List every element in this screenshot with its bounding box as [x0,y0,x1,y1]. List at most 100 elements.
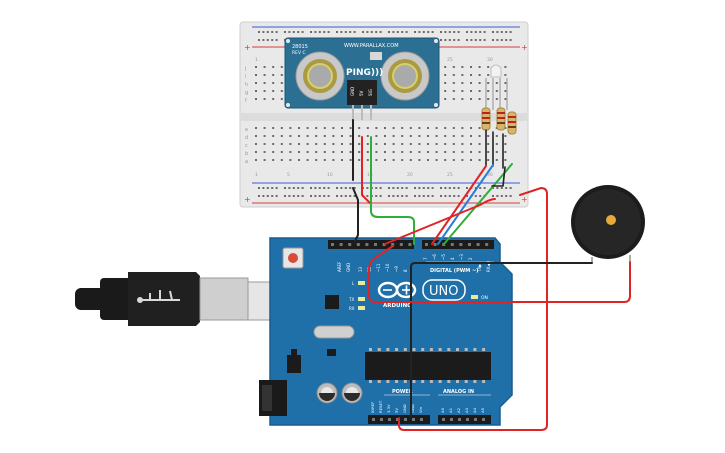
hole [349,187,352,189]
hole [275,39,278,41]
hole [327,187,330,189]
hole [288,195,291,197]
wire-led-blue[interactable] [437,164,494,245]
hole [272,143,275,145]
hole [310,187,312,189]
hole [392,187,395,189]
right-transducer [380,51,430,101]
ping-ultrasonic-sensor[interactable]: 28015 REV C WWW.PARALLAX.COM PING))) GND… [284,37,440,120]
hole [323,135,326,137]
hole [500,39,503,41]
hole [509,31,512,33]
led-tx [358,297,365,301]
wire-led-red[interactable] [431,165,487,245]
wire-sensor-5v[interactable] [361,136,371,204]
hole [453,31,456,33]
hole [318,187,321,189]
hole [429,348,433,351]
digital-pin-label: 13 [358,266,363,272]
hole [272,135,275,137]
hole [292,31,295,33]
led-rx-label: RX [349,306,355,311]
wire-buzzer-gnd[interactable] [410,262,593,419]
column-number: 20 [407,172,413,178]
hole [461,74,464,76]
hole [466,418,469,421]
hole [495,159,498,161]
resistor-3[interactable] [507,111,517,135]
power-pin-label: IOREF [370,402,375,413]
hole [348,243,352,246]
hole [464,380,468,383]
rgb-led[interactable] [485,64,508,110]
sensor-pin-label: 5V [359,90,364,96]
hole [444,82,447,84]
hole [323,31,326,33]
hole [474,39,477,41]
hole [358,135,361,137]
hole [482,418,485,421]
hole [470,39,473,41]
reset-button-cap[interactable] [288,253,298,263]
sensor-pin-label: SIG [368,89,373,96]
hole [470,82,472,84]
resistor-1[interactable] [481,107,491,131]
hole [427,187,430,189]
hole [479,187,482,189]
hole [504,66,507,68]
resistor-2[interactable] [496,107,506,131]
hole [375,143,378,145]
hole [298,135,300,137]
usb-symbol-icon [140,290,180,301]
digital-pin-label: GND [346,263,351,272]
hole [349,151,352,153]
led-l [358,281,365,285]
hole [496,195,499,197]
usb-strain-relief [100,278,132,320]
hole [495,98,498,100]
wire-led-green[interactable] [443,163,513,245]
hole [341,151,343,153]
hole [336,31,338,33]
hole [412,348,416,351]
power-pin-label: RESET [378,400,383,413]
hole [369,348,372,351]
hole [358,159,361,161]
wire-buzzer-signal[interactable] [368,245,631,303]
sensor-name: PING))) [346,68,383,78]
hole [404,418,407,421]
hole [272,151,275,153]
digital-pin-label: 4 [450,257,455,260]
hole [461,127,464,129]
wire-5v-rail-loop[interactable] [398,187,548,431]
wire-sensor-signal[interactable] [370,136,415,245]
hole [396,195,399,197]
hole [284,195,286,197]
piezo-buzzer[interactable] [571,185,645,263]
hole [468,243,471,246]
hole [448,187,451,189]
hole [255,159,257,161]
hole [275,31,278,33]
hole [440,31,442,33]
hole [288,187,291,189]
hole [427,135,429,137]
wire-rail-to-arduino[interactable] [384,198,496,245]
hole [366,31,369,33]
power-pin-label: Vin [418,406,423,413]
hole [509,39,512,41]
hole [478,90,481,92]
sensor-crystal [370,52,382,60]
arduino-uno-board[interactable]: AREF GND 13 12 ~11 ~10 ~9 8 7 ~6 ~5 4 ~3… [259,237,513,426]
hole [255,82,257,84]
hole [272,127,275,129]
hole [418,31,421,33]
hole [470,66,472,68]
hole [505,195,508,197]
analog-pin-label: A3 [464,407,469,413]
hole [266,39,269,41]
wire-sensor-gnd[interactable] [352,119,359,244]
hole [263,98,266,100]
hole [438,348,442,351]
